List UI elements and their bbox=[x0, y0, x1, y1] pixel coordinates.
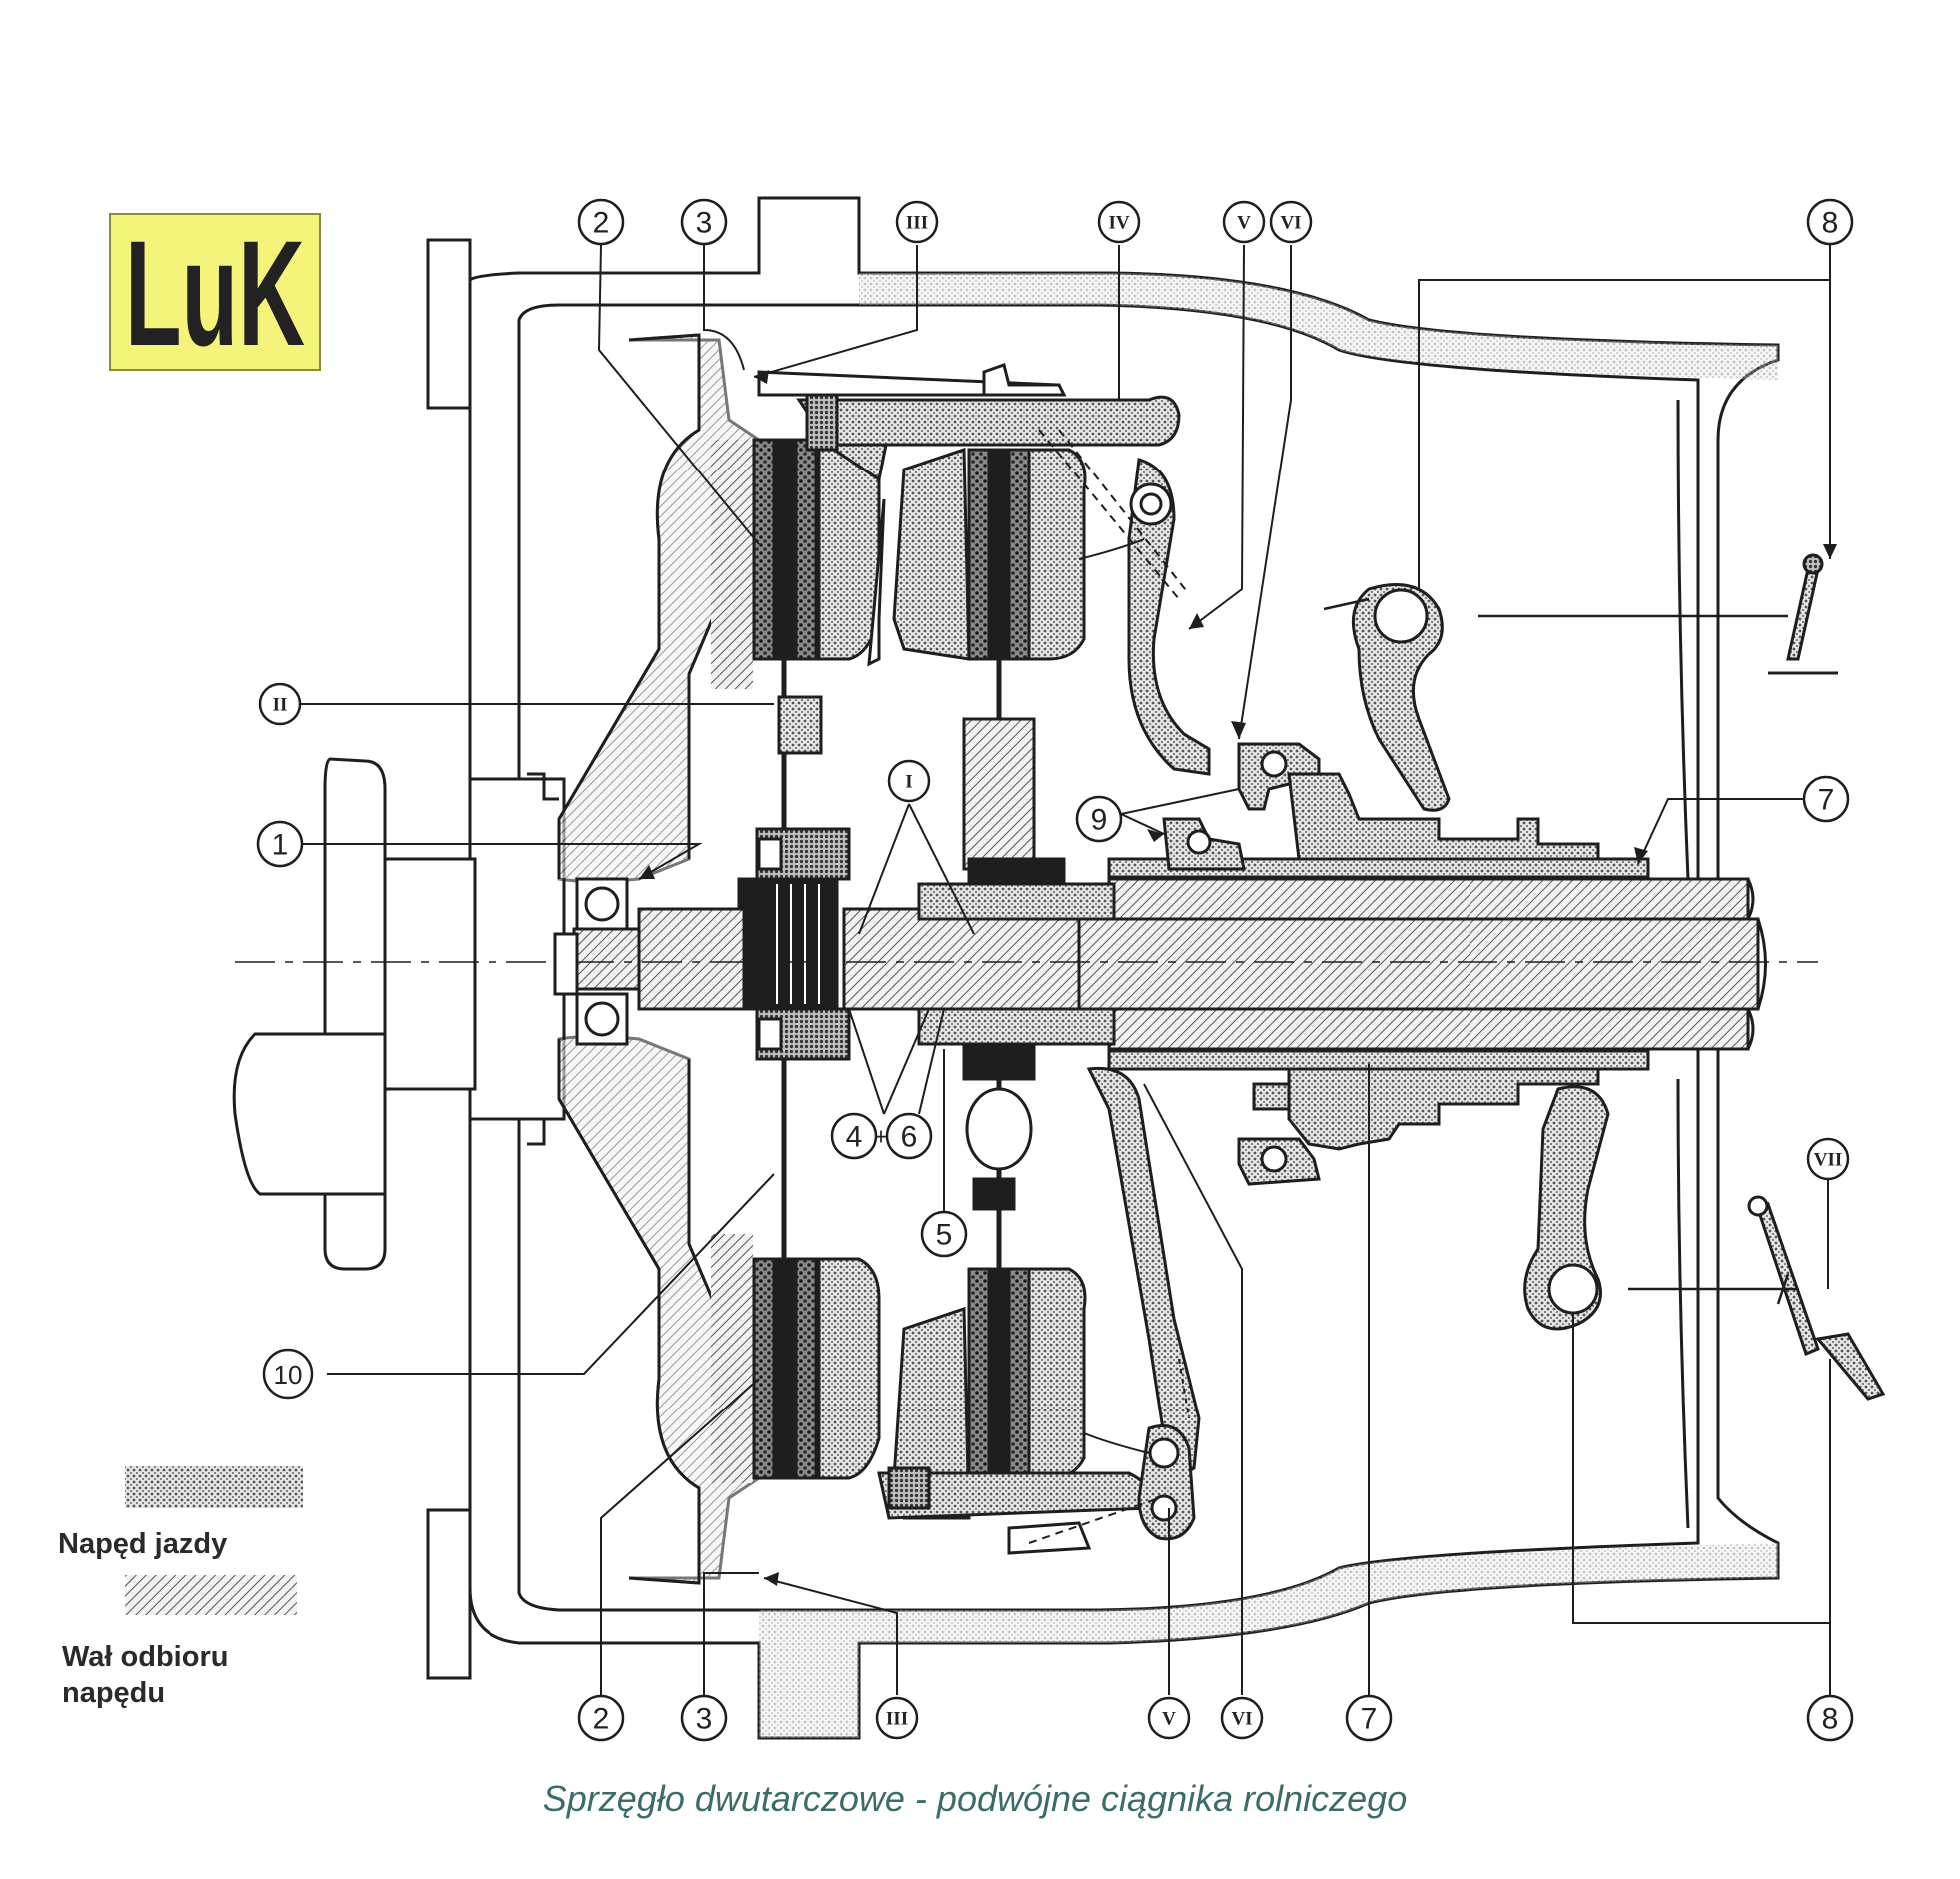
callout-bottom-8: 8 bbox=[1806, 1694, 1854, 1742]
svg-text:7: 7 bbox=[1361, 1703, 1378, 1736]
upper-lever-links bbox=[1038, 429, 1190, 600]
callout-bottom-V: V bbox=[1147, 1696, 1191, 1740]
svg-text:I: I bbox=[905, 772, 912, 793]
svg-text:5: 5 bbox=[936, 1219, 953, 1252]
callout-bottom-III: III bbox=[875, 1696, 919, 1740]
svg-text:8: 8 bbox=[1822, 1703, 1839, 1736]
svg-text:3: 3 bbox=[696, 207, 713, 240]
lower-crank-arm bbox=[1523, 1085, 1610, 1331]
callout-9: 9 bbox=[1075, 795, 1123, 843]
svg-text:VII: VII bbox=[1814, 1150, 1843, 1171]
callout-10: 10 bbox=[262, 1348, 314, 1400]
svg-text:10: 10 bbox=[274, 1360, 303, 1390]
callout-I: I bbox=[887, 759, 931, 803]
callout-bottom-3: 3 bbox=[680, 1694, 728, 1742]
legend-label-pto-line1: Wał odbioru bbox=[62, 1641, 228, 1673]
svg-text:4: 4 bbox=[846, 1121, 863, 1154]
callout-plus: + bbox=[874, 1124, 888, 1151]
linkage-rods bbox=[1323, 597, 1798, 1305]
callout-VII: VII bbox=[1806, 1137, 1850, 1181]
input-pulley bbox=[232, 757, 477, 1271]
lower-lever-links bbox=[1028, 1358, 1190, 1544]
svg-text:IV: IV bbox=[1108, 213, 1129, 234]
legend: Napęd jazdy Wał odbioru napędu bbox=[58, 1466, 303, 1709]
callout-bottom-VI: VI bbox=[1220, 1696, 1264, 1740]
callout-II: II bbox=[258, 682, 302, 726]
lower-pedal bbox=[1747, 1195, 1886, 1401]
main-shaft bbox=[572, 907, 1767, 1011]
callout-5: 5 bbox=[920, 1210, 968, 1258]
legend-label-pto-line2: napędu bbox=[62, 1677, 165, 1709]
svg-text:VI: VI bbox=[1231, 1709, 1252, 1730]
legend-label-drive: Napęd jazdy bbox=[58, 1528, 227, 1560]
main-clutch-pack bbox=[892, 447, 1087, 1520]
svg-text:6: 6 bbox=[901, 1121, 918, 1154]
svg-text:2: 2 bbox=[593, 1703, 610, 1736]
svg-text:LuK: LuK bbox=[125, 209, 305, 377]
release-sleeves bbox=[1287, 772, 1600, 1151]
callout-6: 6 bbox=[885, 1112, 933, 1160]
callout-top-III: III bbox=[895, 200, 939, 244]
upper-release-lever bbox=[757, 363, 1211, 776]
callout-top-2: 2 bbox=[577, 198, 625, 246]
housing-shading bbox=[759, 200, 1778, 1738]
svg-text:VI: VI bbox=[1280, 213, 1301, 234]
upper-pedal bbox=[1768, 553, 1838, 675]
callout-1: 1 bbox=[256, 820, 304, 868]
callout-top-V: V bbox=[1222, 200, 1266, 244]
lower-release-lever bbox=[877, 1066, 1201, 1555]
luk-logo: LuK bbox=[109, 209, 321, 377]
svg-text:2: 2 bbox=[593, 207, 610, 240]
flywheel bbox=[557, 333, 761, 1585]
svg-text:3: 3 bbox=[696, 1703, 713, 1736]
callout-top-VI: VI bbox=[1269, 200, 1313, 244]
callout-right-7: 7 bbox=[1802, 775, 1850, 823]
legend-swatch-pto bbox=[125, 1575, 297, 1615]
svg-text:V: V bbox=[1162, 1709, 1176, 1730]
callout-bottom-7: 7 bbox=[1345, 1694, 1393, 1742]
callout-top-IV: IV bbox=[1097, 200, 1141, 244]
housing-seals bbox=[527, 772, 559, 1146]
upper-crank-arm bbox=[1351, 583, 1451, 812]
svg-text:III: III bbox=[906, 213, 928, 234]
pto-hub bbox=[737, 695, 851, 1061]
svg-text:II: II bbox=[273, 695, 288, 716]
callout-top-3: 3 bbox=[680, 198, 728, 246]
svg-text:9: 9 bbox=[1091, 804, 1108, 837]
pto-friction-hatch bbox=[711, 440, 753, 1483]
callout-leaders bbox=[300, 244, 1831, 1695]
legend-swatch-drive bbox=[125, 1466, 303, 1508]
callout-4: 4 bbox=[830, 1112, 878, 1160]
leader-arrowheads bbox=[639, 370, 1837, 1586]
svg-text:III: III bbox=[886, 1709, 908, 1730]
figure-caption: Sprzęgło dwutarczowe - podwójne ciągnika… bbox=[543, 1778, 1407, 1819]
callout-top-8: 8 bbox=[1806, 198, 1854, 246]
pilot-bearing bbox=[553, 877, 629, 1046]
svg-text:8: 8 bbox=[1822, 207, 1839, 240]
callout-bottom-2: 2 bbox=[577, 1694, 625, 1742]
svg-text:1: 1 bbox=[272, 829, 289, 862]
svg-text:V: V bbox=[1237, 213, 1251, 234]
svg-text:7: 7 bbox=[1818, 784, 1835, 817]
